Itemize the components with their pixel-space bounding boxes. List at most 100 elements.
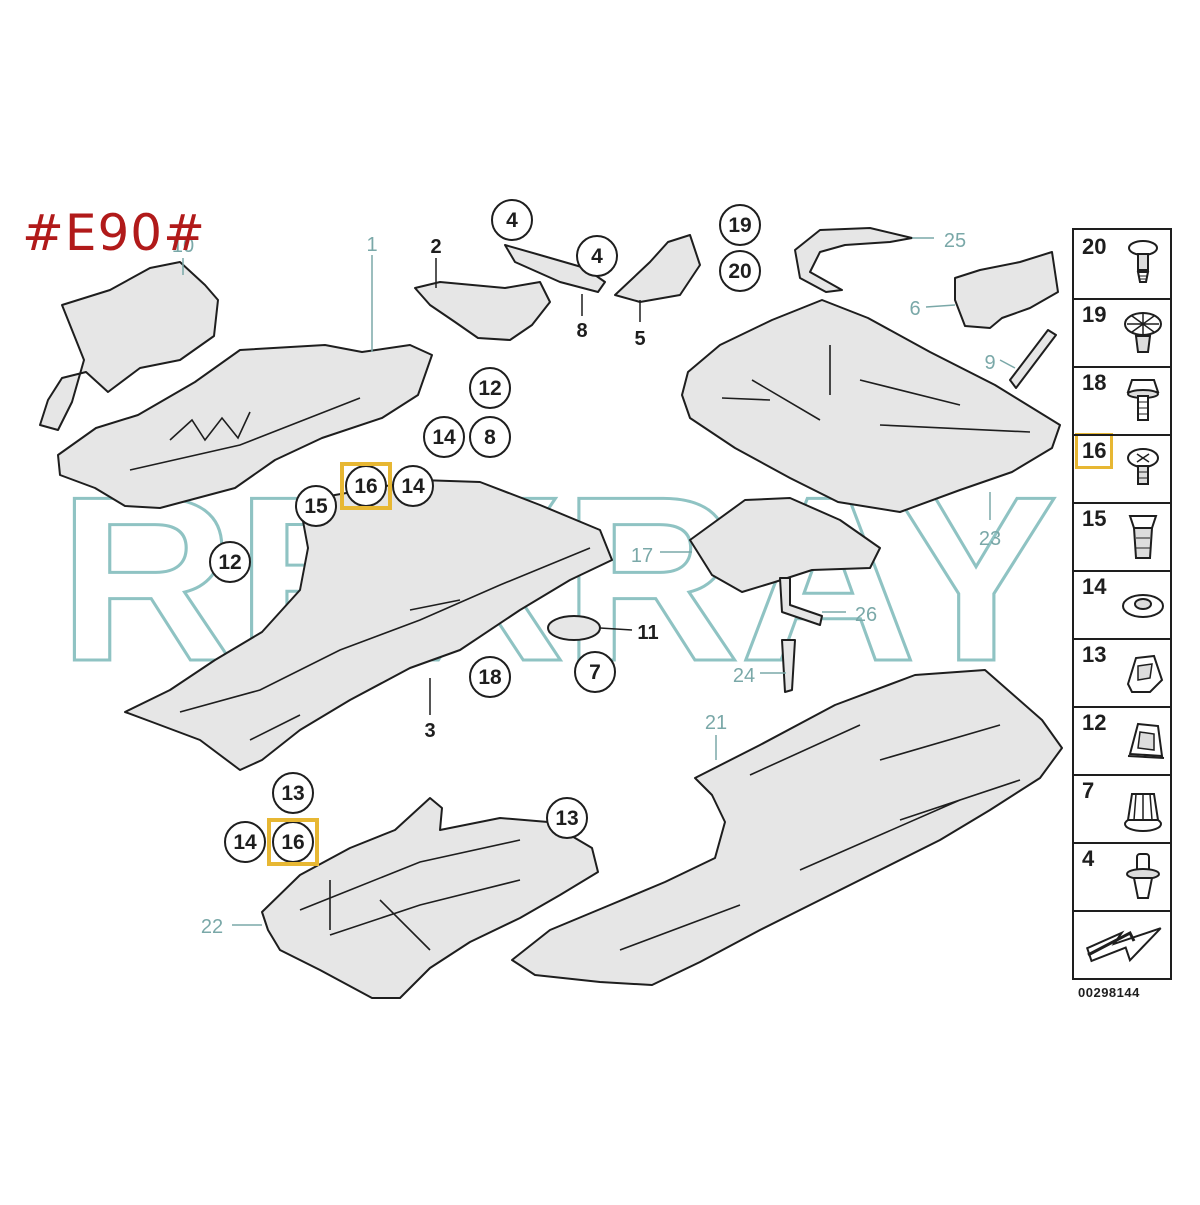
- legend-item-16: 16: [1074, 433, 1170, 504]
- callout-label: 11: [637, 622, 658, 644]
- spring-nut-icon: [1120, 644, 1166, 702]
- part-23-shield: [681, 299, 1061, 513]
- callout-17: 17: [631, 545, 653, 567]
- callout-label: 14: [432, 426, 456, 449]
- expansion-rivet-icon: [1120, 304, 1166, 362]
- callout-label: 8: [576, 320, 587, 342]
- callout-26: 26: [855, 604, 877, 626]
- callout-label: 13: [555, 807, 578, 830]
- callout-14: 14: [224, 821, 266, 863]
- part-6-bracket: [954, 251, 1059, 329]
- part-26-clip: [779, 577, 823, 626]
- leader-11: [599, 627, 633, 631]
- legend-item-7: 7: [1074, 774, 1170, 844]
- clip-nut-icon: [1120, 712, 1166, 770]
- callout-label: 14: [401, 475, 425, 498]
- legend-item-13: 13: [1074, 638, 1170, 708]
- callout-circle: [719, 250, 761, 292]
- legend-number: 15: [1082, 506, 1107, 531]
- leader-9: [999, 359, 1016, 369]
- callout-label: 10: [172, 235, 194, 257]
- part-23-ribs: [721, 345, 1031, 433]
- callout-label: 12: [478, 377, 501, 400]
- legend-number: 20: [1082, 234, 1107, 259]
- part-3-ribs: [179, 547, 591, 741]
- legend-number: 19: [1082, 302, 1107, 327]
- callout-circle: [392, 465, 434, 507]
- callout-9: 9: [984, 352, 995, 374]
- callout-label: 9: [984, 352, 995, 374]
- callout-circle: [574, 651, 616, 693]
- legend-number: 12: [1082, 710, 1107, 735]
- callout-label: 13: [281, 782, 304, 805]
- callout-label: 24: [733, 665, 755, 687]
- callout-16: 16: [340, 462, 392, 510]
- callout-label: 1: [366, 234, 377, 256]
- callout-25: 25: [944, 230, 966, 252]
- callout-label: 20: [728, 260, 751, 283]
- callout-11: 11: [637, 622, 658, 644]
- callout-circle: [295, 485, 337, 527]
- legend-number: 18: [1082, 370, 1107, 395]
- highlight-box: [340, 462, 392, 510]
- part-25-bracket: [794, 227, 913, 293]
- callout-23: 23: [979, 528, 1001, 550]
- callout-label: 4: [506, 209, 518, 232]
- callout-circle: [469, 656, 511, 698]
- callout-label: 15: [304, 495, 328, 518]
- legend-number: 7: [1082, 778, 1095, 803]
- model-tag: #E90#: [22, 204, 207, 262]
- callout-circle: [576, 235, 618, 277]
- callout-label: 8: [484, 426, 496, 449]
- flange-screw-icon: [1120, 440, 1166, 498]
- part-2-bracket: [414, 281, 551, 341]
- callout-21: 21: [705, 712, 727, 734]
- legend-number: 13: [1082, 642, 1107, 667]
- callout-15: 15: [295, 485, 337, 527]
- callout-circle: [272, 772, 314, 814]
- front-direction-arrow: [1074, 911, 1170, 978]
- part-22-ribs: [299, 839, 521, 951]
- callout-13: 13: [546, 797, 588, 839]
- callout-7: 7: [574, 651, 616, 693]
- callout-label: 19: [728, 214, 751, 237]
- part-24-clip: [781, 639, 796, 693]
- callout-label: 16: [354, 475, 377, 498]
- callout-label: 16: [281, 831, 304, 854]
- part-9-strip: [1009, 329, 1057, 389]
- callout-label: 26: [855, 604, 877, 626]
- callout-label: 6: [909, 298, 920, 320]
- callout-22: 22: [201, 916, 223, 938]
- part-17-bracket: [689, 497, 881, 593]
- callout-2: 2: [430, 236, 441, 258]
- callout-circle: [491, 199, 533, 241]
- part-21-ribs: [619, 724, 1021, 951]
- callout-label: 2: [430, 236, 441, 258]
- part-21-shield: [511, 669, 1063, 986]
- screw-icon: [1120, 236, 1166, 294]
- callout-18: 18: [469, 656, 511, 698]
- hex-bolt-icon: [1120, 372, 1166, 430]
- callout-14: 14: [423, 416, 465, 458]
- part-1-shield: [57, 344, 433, 509]
- callout-label: 17: [631, 545, 653, 567]
- callout-3: 3: [424, 720, 435, 742]
- callout-circle: [469, 416, 511, 458]
- callout-label: 4: [591, 245, 603, 268]
- legend-number: 16: [1074, 433, 1114, 469]
- part-1-ribs: [129, 397, 361, 471]
- callout-label: 14: [233, 831, 257, 854]
- callout-4: 4: [576, 235, 618, 277]
- washer-icon: [1120, 576, 1166, 634]
- legend-item-20: 20: [1074, 230, 1170, 300]
- callout-circle: [209, 541, 251, 583]
- part-11-nut: [547, 615, 601, 641]
- plastic-nut-icon: [1120, 508, 1166, 566]
- callout-circle: [224, 821, 266, 863]
- callout-12: 12: [469, 367, 511, 409]
- legend-item-4: 4: [1074, 842, 1170, 912]
- legend-item-12: 12: [1074, 706, 1170, 776]
